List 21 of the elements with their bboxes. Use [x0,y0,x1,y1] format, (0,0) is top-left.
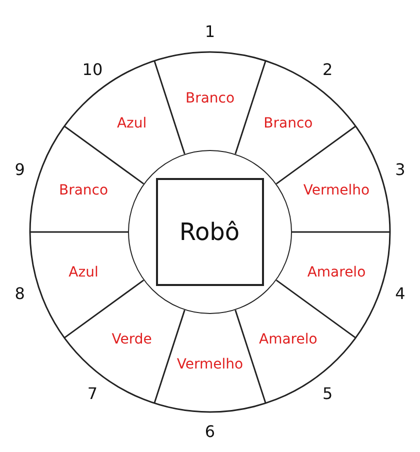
sector-label: Amarelo [307,264,366,283]
sector-number: 6 [204,421,216,443]
sector-label: Verde [112,330,152,350]
sector-label: Branco [264,114,313,134]
sector-label: Branco [58,181,108,200]
sector-label: Vermelho [303,181,370,200]
sector-number: 8 [14,282,25,305]
sector-number: 5 [322,382,333,405]
sector-number: 2 [322,59,333,82]
sector-label: Branco [185,90,235,108]
robot-box: Robô [156,178,264,286]
sector-number: 7 [87,382,98,405]
sector-number: 10 [82,59,103,82]
sector-label: Azul [116,114,147,134]
sector-number: 1 [204,21,216,43]
sector-label: Azul [68,264,98,283]
sector-number: 4 [395,282,406,305]
sector-label: Vermelho [176,356,244,374]
sector-number: 3 [395,159,406,182]
sector-label: Amarelo [259,330,318,350]
sector-number: 9 [14,159,25,182]
